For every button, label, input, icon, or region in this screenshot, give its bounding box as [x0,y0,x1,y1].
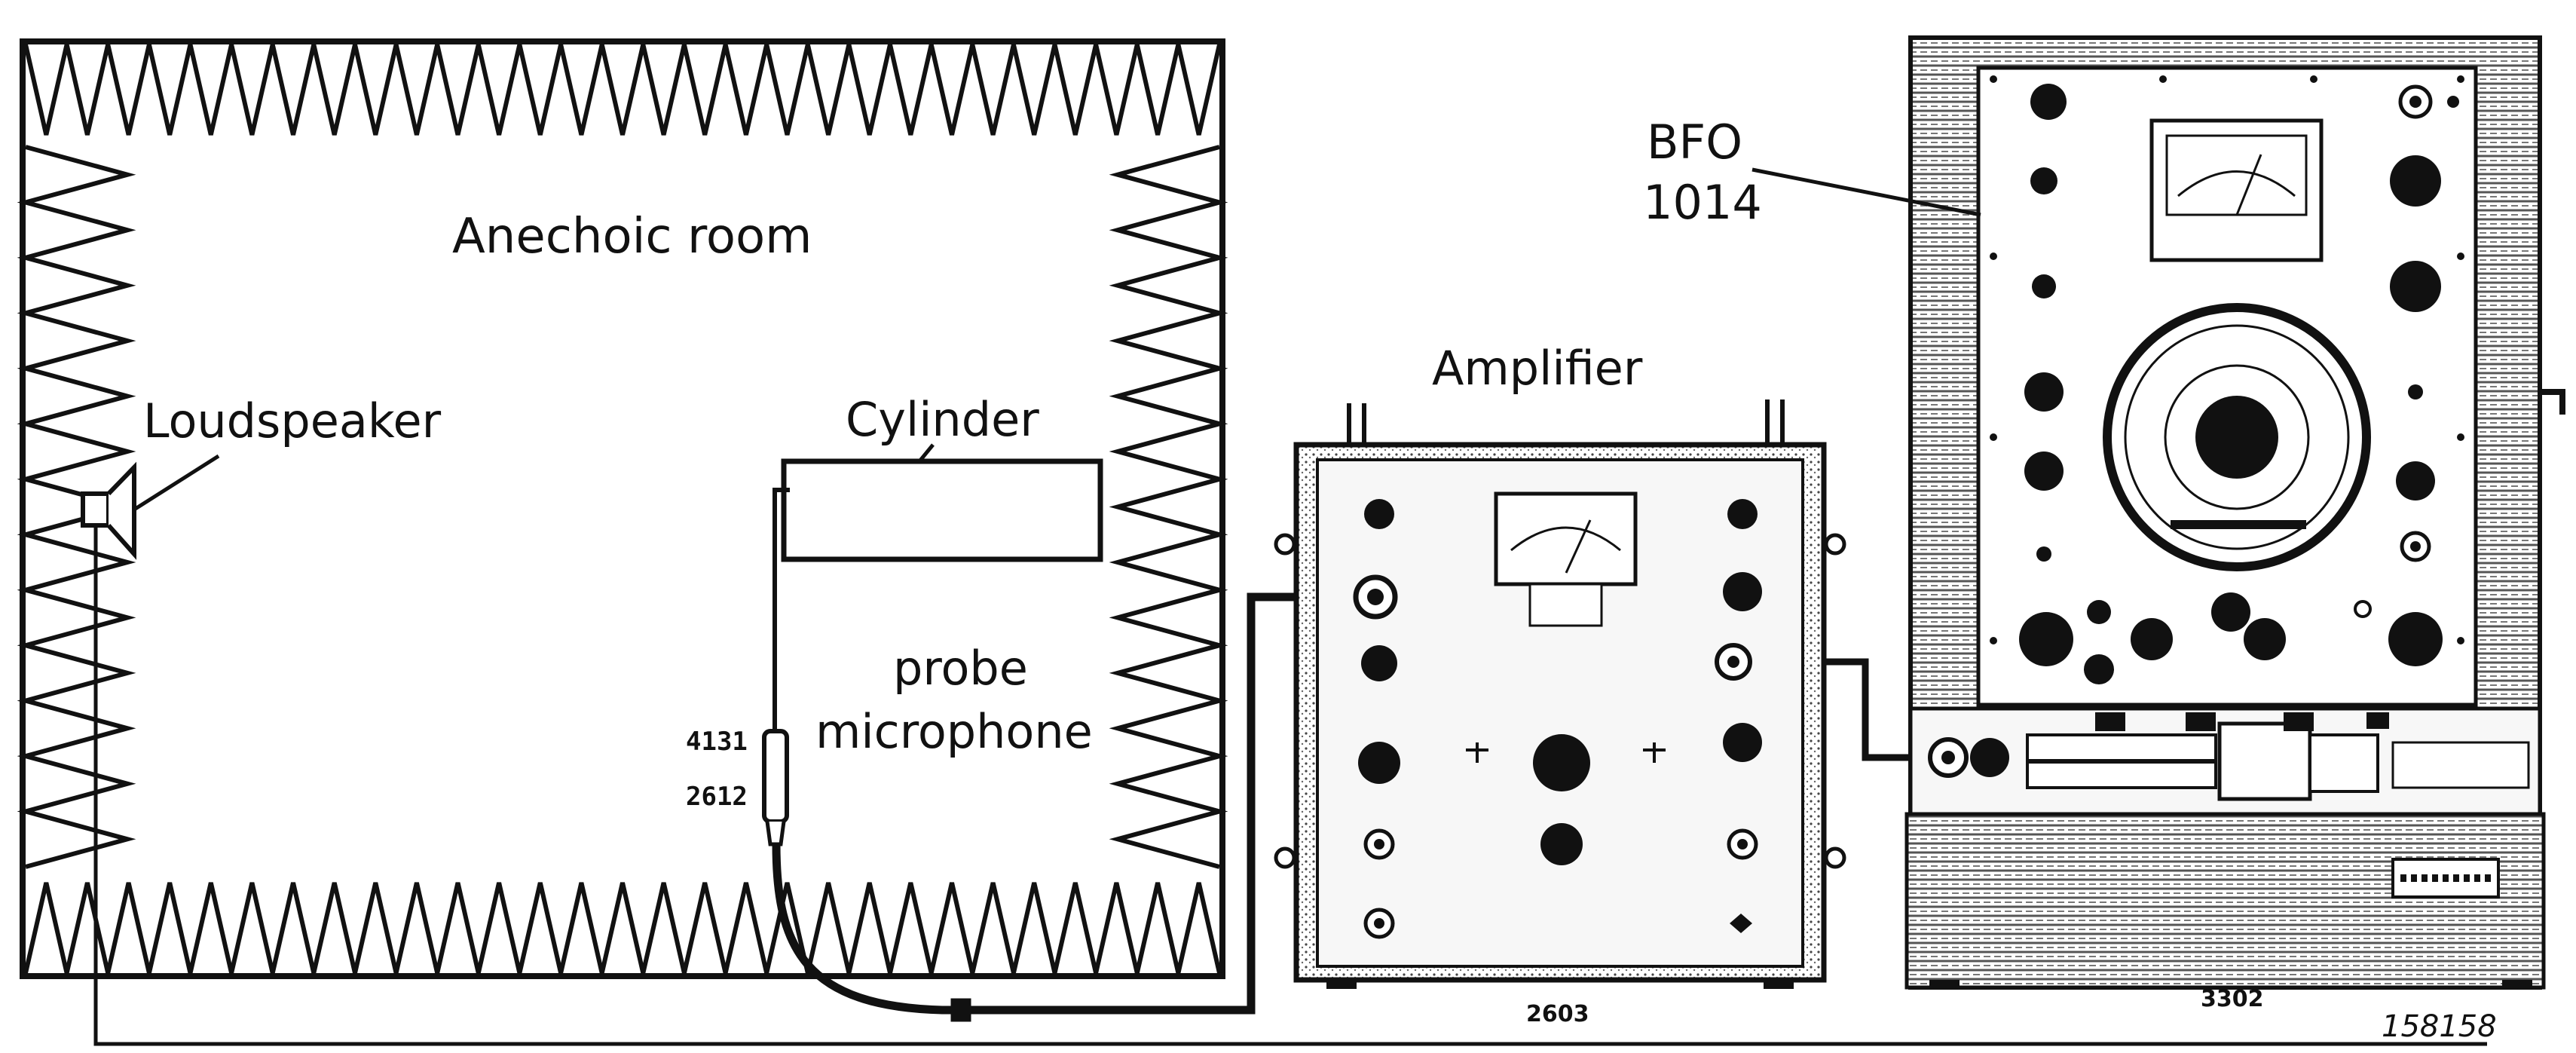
preamp-type-label: 2612 [686,782,748,812]
room-outline [20,38,1225,979]
amplifier-model-number: 2603 [1526,1001,1589,1027]
probe-label-2: microphone [815,704,1093,759]
wedge-row [23,44,1222,136]
amplifier-label: Amplifier [1432,341,1643,396]
loudspeaker-cable [93,525,2487,1046]
bfo-leader-line [1751,167,1981,217]
bfo-label-line-1: BFO [1647,115,1742,170]
wedge-row [23,882,1222,974]
loudspeaker-label: Loudspeaker [143,393,442,448]
bfo-label-line-2: 1014 [1643,175,1762,230]
loudspeaker [81,454,220,560]
recorder-model-number: 3302 [2201,986,2264,1012]
cylinder [781,443,1103,562]
bfo-1014-and-recorder [1904,35,2546,990]
anechoic-room [17,38,1228,979]
figure-identifier: 158158 [2382,1009,2497,1044]
cylinder-label: Cylinder [846,392,1039,447]
microphone-cable [772,592,1375,1015]
room-title: Anechoic room [452,209,812,265]
wedge-row [1109,145,1228,869]
probe-label-1: probe [893,641,1028,696]
mic-type-label: 4131 [686,727,748,757]
amplifier-2603 [1274,399,1846,989]
